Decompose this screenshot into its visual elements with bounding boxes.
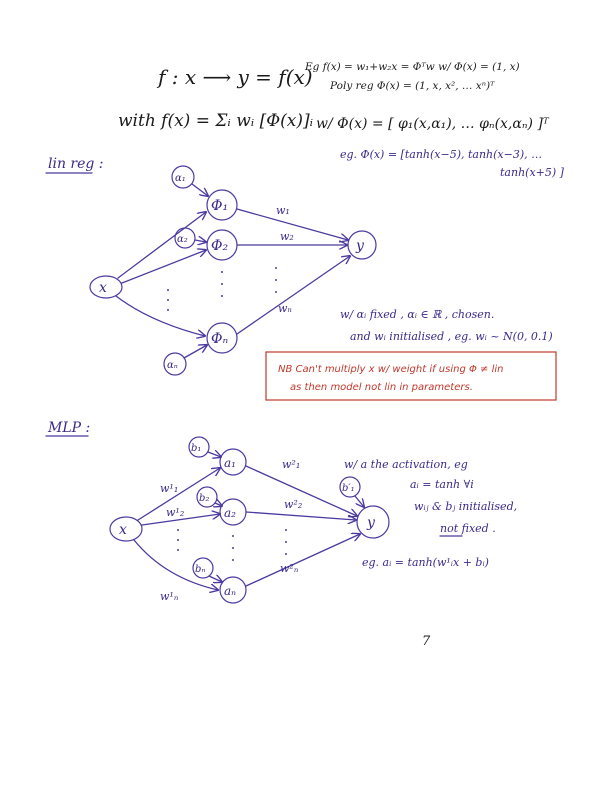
mlp-edge-bias-y [354,495,364,507]
lin-weight-n: wₙ [278,302,292,315]
tanh-example-1: eg. Φ(x) = [tanh(x−5), tanh(x−3), … [340,148,542,161]
mlp-note-5: eg. aᵢ = tanh(w¹ᵢx + bᵢ) [362,556,489,569]
mlp-output-bias-node [339,476,361,498]
mlp-bias-1-label: b₁ [191,443,201,454]
mlp-hidden-1-node [219,448,247,476]
mlp-edge-x-an [133,539,218,590]
lin-edge-alpha1-phi1 [191,183,208,196]
nb-box [265,351,557,401]
lin-edge-phin-y [236,256,350,335]
mlp-note-2: aᵢ = tanh ∀i [410,478,474,491]
mlp-note-3: wᵢⱼ & bⱼ initialised, [414,500,517,513]
page-number: 7 [422,634,431,649]
mlp-heading: MLP : [47,420,90,436]
lin-edge-alpha2-phi2 [194,240,206,242]
lin-note-1: w/ αᵢ fixed , αᵢ ∈ ℝ , chosen. [340,308,494,321]
lin-reg-heading: lin reg : [48,156,104,172]
mlp-bias-n-node [192,557,214,579]
example-line-2: Poly reg Φ(x) = (1, x, x², … xⁿ)ᵀ [329,80,495,92]
mlp-hidden-1-label: a₁ [224,456,236,470]
lin-edge-x-phin [115,295,205,336]
lin-alphan-label: αₙ [167,360,178,371]
mlp-bias-2-node [196,486,218,508]
lin-alpha2-label: α₂ [177,234,188,245]
mlp-bias-2-label: b₂ [199,493,209,504]
mlp-bias-1-node [188,436,210,458]
mlp-ellipsis-dots [177,529,287,561]
mlp-output-label: y [366,515,376,531]
mlp-edge-b2-a2 [215,503,222,506]
lin-weight-2: w₂ [280,230,294,243]
nb-line-2: as then model not lin in parameters. [290,382,473,393]
lin-alpha1-node [171,165,195,189]
mlp-note-1: w/ a the activation, eg [344,458,468,471]
mlp-out-weight-1: w²₁ [282,458,300,471]
lin-phi1-node [206,189,238,221]
mlp-note-4: not fixed . [440,522,496,535]
lin-edge-x-phi1 [117,212,206,279]
tanh-example-2: tanh(x+5) ] [500,166,565,179]
lin-phi1-label: Φ₁ [211,198,228,214]
mlp-hidden-2-label: a₂ [224,506,236,520]
lin-phin-label: Φₙ [211,331,228,347]
mlp-hidden-n-label: aₙ [224,584,236,598]
nb-line-1: NB Can't multiply x w/ weight if using Φ… [278,364,503,375]
lin-alpha1-label: α₁ [175,173,186,184]
mlp-out-weight-2: w²₂ [284,498,302,511]
lin-note-2: and wᵢ initialised , eg. wᵢ ~ N(0, 0.1) [350,330,553,343]
mlp-edge-a1-y [245,465,357,516]
lin-output-label: y [355,238,365,254]
with-equation: with f(x) = Σᵢ wᵢ [Φ(x)]ᵢ [118,111,313,131]
lin-phi2-label: Φ₂ [211,238,228,254]
mlp-edge-an-y [245,534,360,587]
lin-edge-x-phi2 [121,250,206,284]
mlp-in-weight-2: w¹₂ [166,506,184,519]
lin-ellipsis-dots [167,267,277,311]
mlp-bias-n-label: bₙ [195,564,205,575]
lin-output-node [347,230,377,260]
mlp-edge-x-a2 [141,514,220,526]
mlp-output-bias-label: b′₁ [342,483,355,494]
example-line-1: Eg f(x) = w₁+w₂x = Φᵀw w/ Φ(x) = (1, x) [304,61,520,73]
lin-alphan-node [163,352,187,376]
mlp-in-weight-1: w¹₁ [160,482,178,495]
mlp-edge-a2-y [245,511,356,520]
mlp-input-label: x [119,522,127,538]
mlp-in-weight-n: w¹ₙ [160,590,178,603]
mlp-hidden-n-node [219,576,247,604]
lin-input-label: x [99,280,107,296]
lin-input-node [89,275,123,299]
mlp-edge-b1-a1 [207,452,221,457]
main-equation: f : x ⟶ y = f(x) [156,65,313,89]
lin-edge-phi1-y [236,208,348,240]
lin-edge-alphan-phin [183,345,207,359]
mlp-out-weight-n: w²ₙ [280,562,298,575]
mlp-input-node [109,516,143,542]
phi-definition: w/ Φ(x) = [ φ₁(x,α₁), … φₙ(x,αₙ) ]ᵀ [316,116,550,132]
mlp-edge-x-a1 [137,468,220,521]
lin-weight-1: w₁ [276,204,290,217]
mlp-edge-bn-an [208,576,222,582]
